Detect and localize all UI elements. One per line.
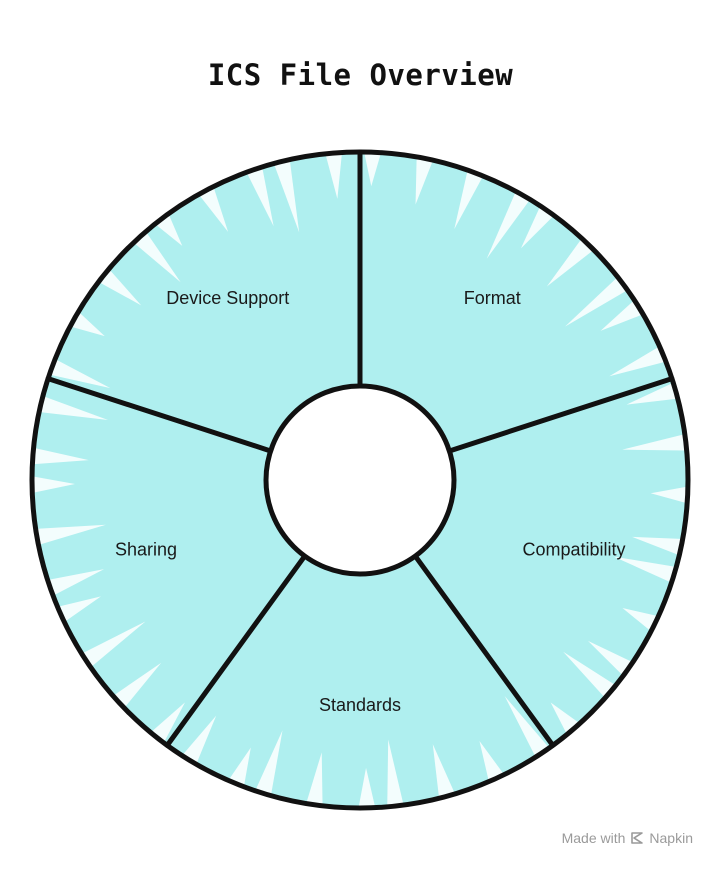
- outer-ring: [29, 149, 691, 811]
- hatch-stroke: [49, 569, 105, 595]
- segment-label: Device Support: [166, 288, 289, 308]
- hatch-stroke: [622, 434, 685, 451]
- segment-divider: [412, 553, 556, 748]
- hatch-stroke: [504, 696, 548, 756]
- hatch-stroke: [34, 448, 89, 465]
- segment-divider: [164, 553, 308, 748]
- hatch-stroke: [59, 596, 101, 621]
- made-with-footer[interactable]: Made with Napkin: [562, 830, 693, 846]
- hatch-stroke: [546, 240, 593, 287]
- hatch-stroke: [415, 158, 433, 205]
- hatch-stroke: [274, 161, 300, 233]
- hatch-stroke: [479, 740, 503, 780]
- hatch-stroke: [364, 154, 381, 187]
- hatch-stroke: [306, 752, 323, 804]
- hatch-stroke: [34, 476, 76, 493]
- segment-device-support: [48, 152, 360, 451]
- hatch-stroke: [229, 747, 251, 785]
- hatch-layer: [34, 154, 686, 806]
- hatch-stroke: [613, 556, 675, 582]
- hatch-stroke: [100, 270, 142, 306]
- hatch-stroke: [520, 207, 553, 249]
- hatch-stroke: [41, 396, 109, 420]
- dividers-layer: [45, 149, 675, 748]
- hatch-stroke: [156, 215, 183, 246]
- hatch-stroke: [432, 744, 455, 797]
- hatch-stroke: [51, 359, 111, 389]
- segment-divider: [45, 376, 274, 454]
- segment-label: Compatibility: [522, 540, 625, 560]
- segment-divider: [446, 376, 675, 454]
- hatch-stroke: [564, 278, 626, 327]
- hatch-stroke: [325, 154, 342, 199]
- hatch-stroke: [632, 536, 681, 555]
- center-hole: [263, 383, 457, 577]
- hatch-stroke: [609, 347, 664, 377]
- hatch-stroke: [72, 313, 105, 337]
- hatch-stroke: [454, 172, 483, 230]
- hatch-stroke: [152, 702, 185, 742]
- hatch-stroke: [183, 715, 217, 763]
- hatch-stroke: [622, 608, 657, 631]
- hatch-stroke: [83, 621, 146, 667]
- hatch-stroke: [358, 767, 375, 806]
- diagram-title: ICS File Overview: [207, 58, 514, 92]
- hatch-stroke: [563, 651, 615, 697]
- hatch-stroke: [550, 702, 579, 733]
- segment-compatibility: [415, 378, 688, 746]
- hatch-stroke: [650, 486, 686, 503]
- hatch-stroke: [587, 640, 631, 675]
- segment-label: Format: [464, 288, 521, 308]
- hatch-stroke: [114, 662, 162, 707]
- hatch-stroke: [387, 739, 404, 805]
- hatch-stroke: [256, 730, 283, 794]
- napkin-logo-icon: [631, 832, 644, 844]
- segment-label: Sharing: [115, 540, 177, 560]
- made-with-text: Made with: [561, 830, 626, 846]
- hatch-stroke: [486, 193, 529, 259]
- segment-format: [360, 152, 672, 451]
- napkin-brand-text: Napkin: [649, 830, 693, 846]
- segment-label: Standards: [319, 695, 401, 715]
- hatch-stroke: [199, 188, 229, 232]
- hatch-stroke: [135, 233, 181, 283]
- hatch-stroke: [626, 383, 676, 405]
- hatch-stroke: [37, 524, 106, 545]
- hatch-stroke: [247, 168, 274, 227]
- hatch-stroke: [600, 301, 642, 331]
- segment-standards: [167, 556, 553, 808]
